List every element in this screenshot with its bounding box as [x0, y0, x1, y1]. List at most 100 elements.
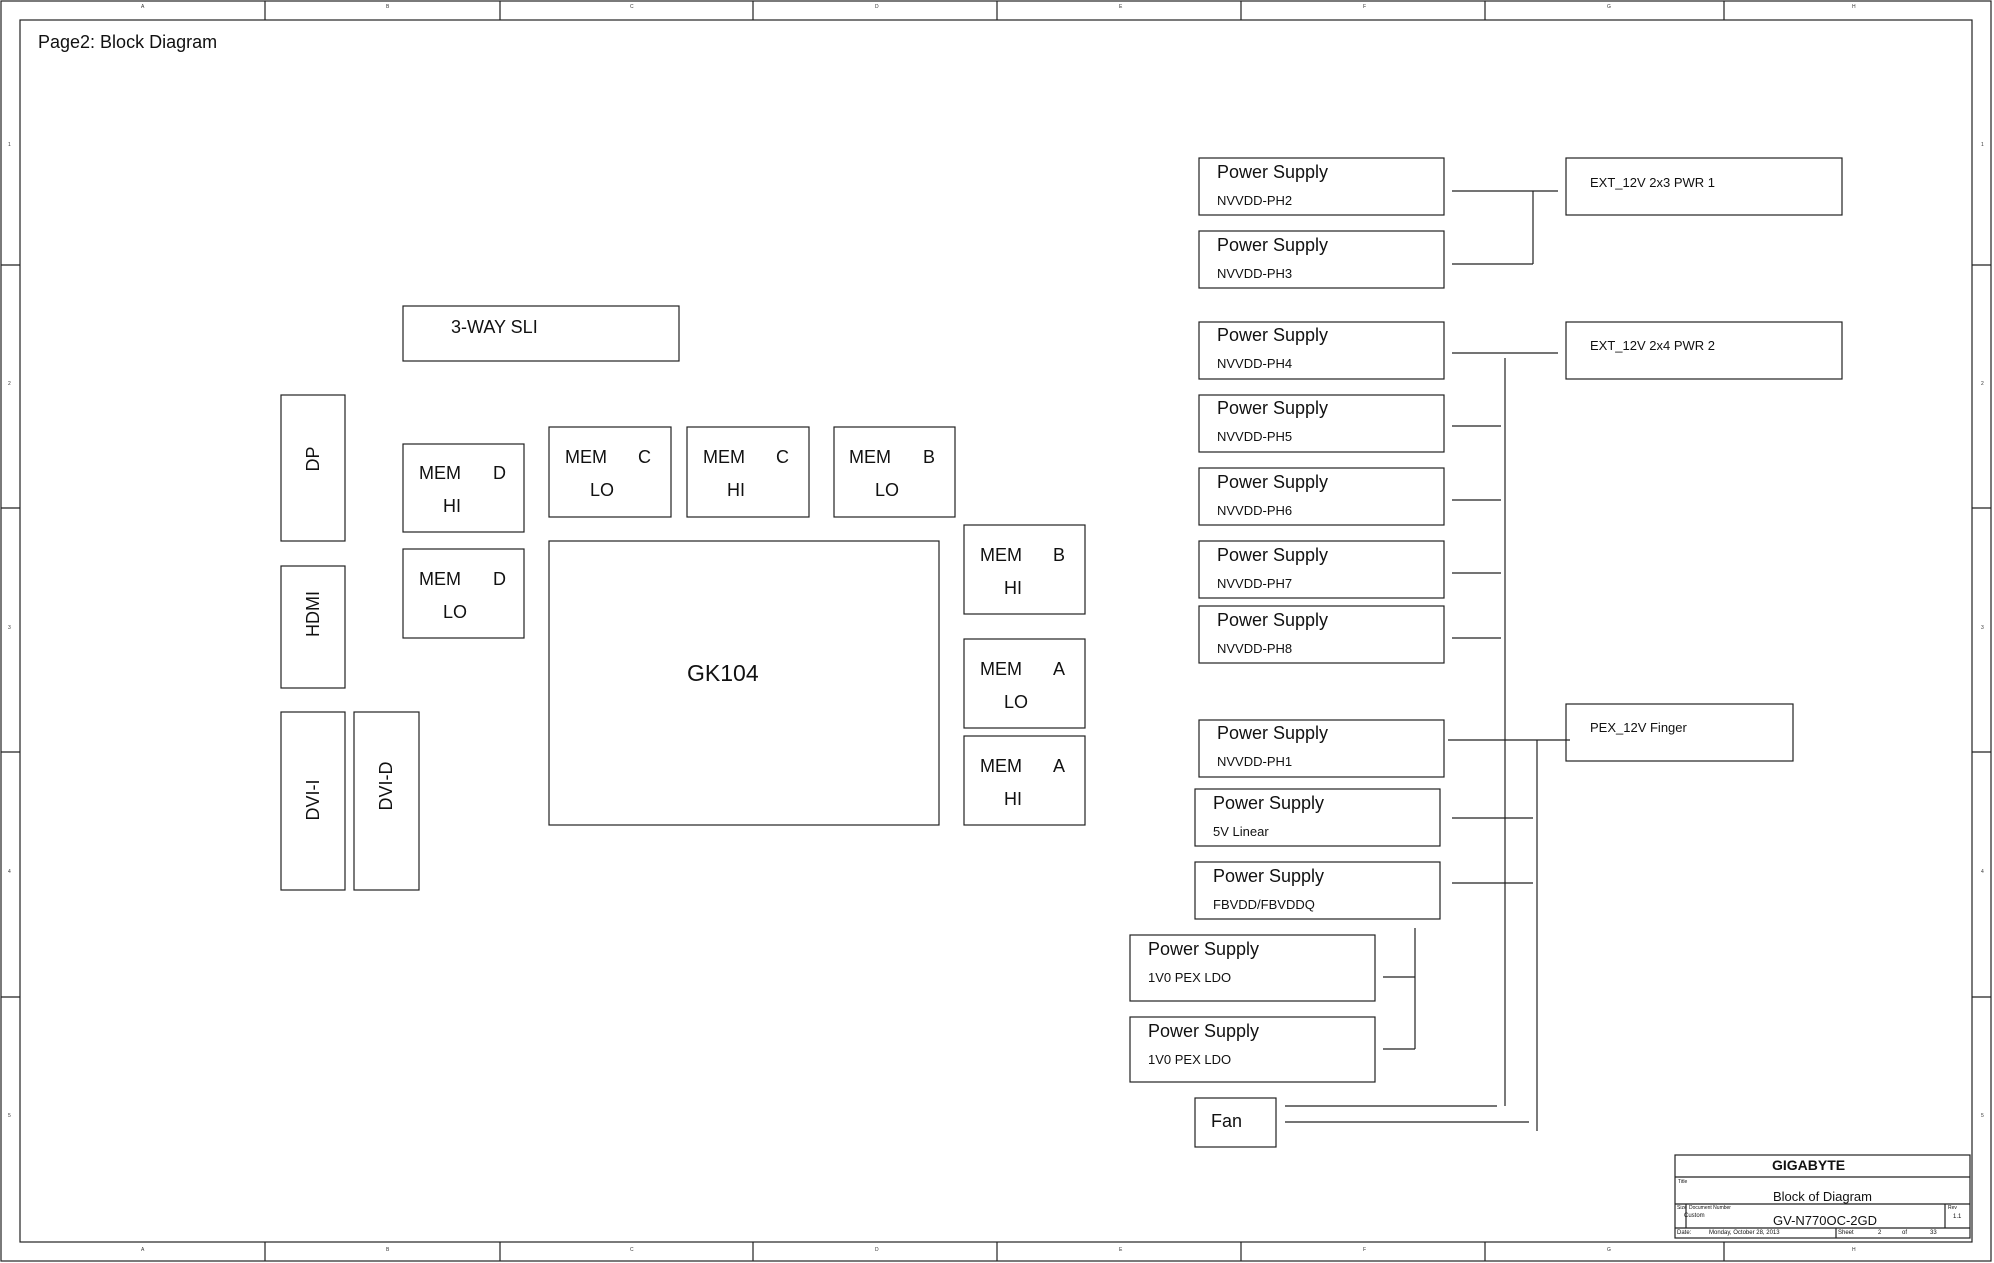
- ps-title: Power Supply: [1217, 325, 1329, 345]
- ps-rail: NVVDD-PH3: [1217, 266, 1293, 281]
- mem-d-hi-box: [402, 443, 525, 533]
- mem-c-hi-box: [686, 426, 810, 518]
- mem-a-lo-channel: A: [1053, 659, 1066, 679]
- ext-12v-2x3-box: [1565, 157, 1843, 216]
- dvi-d-connector-box: [353, 711, 420, 891]
- mem-b-lo-name: MEM: [849, 447, 891, 467]
- grid-col-label: D: [875, 4, 879, 10]
- mem-b-hi-channel: B: [1053, 545, 1066, 565]
- ps-rail: NVVDD-PH2: [1217, 193, 1293, 208]
- title-block-title: Block of Diagram: [1773, 1189, 1872, 1204]
- ps-title: Power Supply: [1213, 866, 1325, 886]
- mem-d-lo-box: [402, 548, 525, 639]
- ps-nvvdd-ph7-box: [1198, 540, 1445, 599]
- title-block-title-label: Title: [1678, 1179, 1688, 1185]
- grid-col-label: B: [386, 4, 390, 10]
- mem-d-lo-channel: D: [493, 569, 506, 589]
- mem-a-hi-half: HI: [1004, 789, 1022, 809]
- grid-col-label: G: [1607, 4, 1611, 10]
- grid-row-label: 2: [8, 381, 11, 387]
- grid-row-label: 3: [1981, 625, 1984, 631]
- mem-a-lo-half: LO: [1004, 692, 1029, 712]
- title-block-rev-label: Rev: [1948, 1205, 1957, 1211]
- power-wiring: [1285, 190, 1570, 1131]
- ps-nvvdd-ph1-box: [1198, 719, 1445, 778]
- gpu-label: GK104: [687, 660, 759, 686]
- mem-b-hi-half: HI: [1004, 578, 1022, 598]
- dvi-d-label: DVI-D: [376, 761, 396, 811]
- grid-col-label: H: [1852, 1247, 1856, 1253]
- ps-nvvdd-ph5-box: [1198, 394, 1445, 453]
- ps-title: Power Supply: [1213, 793, 1325, 813]
- mem-b-hi-name: MEM: [980, 545, 1022, 565]
- title-block-size-label: Size: [1677, 1205, 1687, 1211]
- title-block-rev: 1.1: [1953, 1214, 1962, 1220]
- title-block-docnum: GV-N770OC-2GD: [1773, 1213, 1878, 1228]
- hdmi-connector-box: [280, 565, 346, 689]
- mem-b-lo-box: [833, 426, 956, 518]
- fan-label: Fan: [1211, 1111, 1243, 1131]
- title-block-of: 33: [1930, 1230, 1937, 1236]
- ps-title: Power Supply: [1217, 545, 1329, 565]
- grid-row-label: 4: [1981, 869, 1984, 875]
- ps-title: Power Supply: [1217, 235, 1329, 255]
- grid-col-label: A: [141, 1247, 145, 1253]
- ps-nvvdd-ph8-box: [1198, 605, 1445, 664]
- mem-c-hi-half: HI: [727, 480, 745, 500]
- ps-rail: 5V Linear: [1213, 824, 1269, 839]
- mem-c-lo-half: LO: [590, 480, 615, 500]
- grid-row-label: 1: [1981, 142, 1984, 148]
- mem-c-hi-name: MEM: [703, 447, 745, 467]
- dp-connector-box: [280, 394, 346, 542]
- title-block-date: Monday, October 28, 2013: [1709, 1230, 1780, 1236]
- page-title: Page2: Block Diagram: [38, 32, 218, 52]
- title-block-date-label: Date:: [1677, 1230, 1692, 1236]
- ps-rail: NVVDD-PH1: [1217, 754, 1293, 769]
- fan-box: [1194, 1097, 1277, 1148]
- ps-title: Power Supply: [1148, 939, 1260, 959]
- ps-rail: NVVDD-PH5: [1217, 429, 1293, 444]
- grid-col-label: H: [1852, 4, 1856, 10]
- grid-col-label: F: [1363, 1247, 1367, 1253]
- grid-col-label: E: [1119, 1247, 1123, 1253]
- dp-label: DP: [303, 446, 323, 472]
- ps-title: Power Supply: [1217, 610, 1329, 630]
- ps-5v-linear-box: [1194, 788, 1441, 847]
- dvi-i-label: DVI-I: [303, 779, 323, 821]
- mem-d-hi-name: MEM: [419, 463, 461, 483]
- title-block-company: GIGABYTE: [1772, 1157, 1846, 1173]
- grid-col-label: C: [630, 1247, 634, 1253]
- mem-a-lo-box: [963, 638, 1086, 729]
- dvi-i-connector-box: [280, 711, 346, 891]
- sheet-inner-border: [19, 19, 1973, 1243]
- power-input-label: EXT_12V 2x4 PWR 2: [1590, 338, 1715, 353]
- ps-nvvdd-ph2-box: [1198, 157, 1445, 216]
- sli-box: [402, 305, 680, 362]
- title-block-sheet: 2: [1878, 1230, 1882, 1236]
- power-input-label: EXT_12V 2x3 PWR 1: [1590, 175, 1715, 190]
- ps-fbvdd-box: [1194, 861, 1441, 920]
- title-block-of-label: of: [1902, 1230, 1908, 1236]
- mem-d-lo-half: LO: [443, 602, 468, 622]
- pex-12v-finger-box: [1565, 703, 1794, 762]
- mem-a-hi-name: MEM: [980, 756, 1022, 776]
- hdmi-label: HDMI: [303, 591, 323, 637]
- ps-nvvdd-ph3-box: [1198, 230, 1445, 289]
- grid-row-label: 4: [8, 869, 11, 875]
- grid-row-label: 1: [8, 142, 11, 148]
- grid-row-label: 2: [1981, 381, 1984, 387]
- ext-12v-2x4-box: [1565, 321, 1843, 380]
- ps-title: Power Supply: [1217, 472, 1329, 492]
- mem-c-lo-channel: C: [638, 447, 651, 467]
- ps-rail: 1V0 PEX LDO: [1148, 1052, 1232, 1067]
- gpu-box: [548, 540, 940, 826]
- mem-d-hi-half: HI: [443, 496, 461, 516]
- mem-c-hi-channel: C: [776, 447, 789, 467]
- title-block-docnum-label: Document Number: [1689, 1205, 1731, 1211]
- ps-title: Power Supply: [1217, 398, 1329, 418]
- grid-col-label: B: [386, 1247, 390, 1253]
- mem-a-hi-channel: A: [1053, 756, 1066, 776]
- ps-rail: NVVDD-PH7: [1217, 576, 1293, 591]
- ps-1v0-pex-ldo-2-box: [1129, 1016, 1376, 1083]
